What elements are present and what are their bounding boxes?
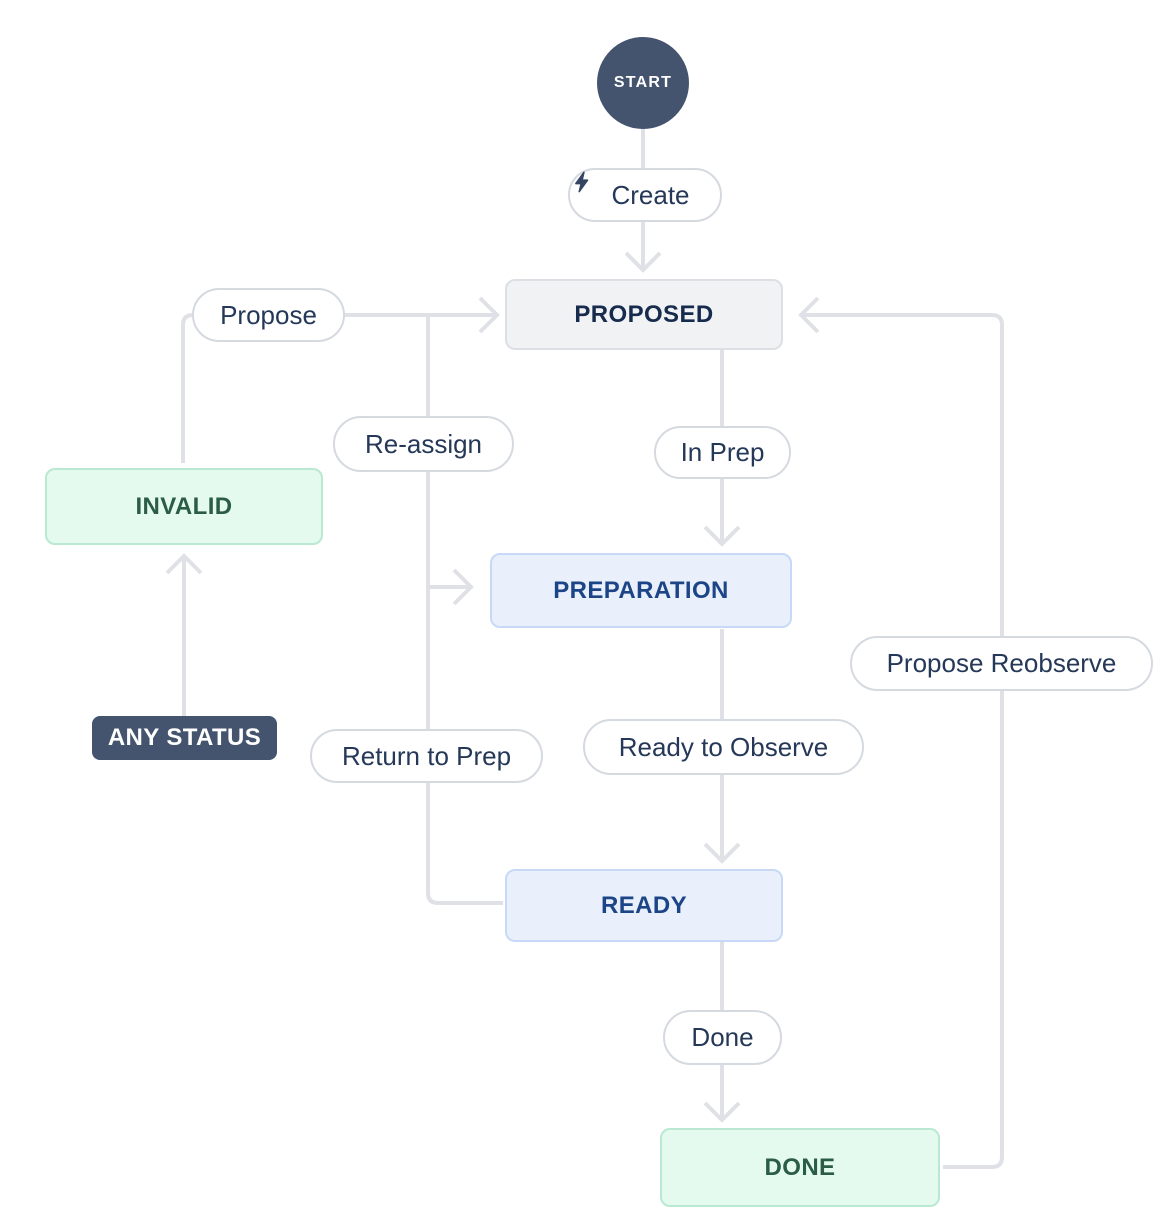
status-preparation[interactable]: PREPARATION	[490, 553, 792, 628]
transition-in-prep-label: In Prep	[680, 437, 765, 467]
connector-anystatus-to-invalid	[165, 553, 203, 716]
status-proposed[interactable]: PROPOSED	[505, 279, 783, 350]
start-node[interactable]: START	[597, 37, 689, 129]
connector-ready-trunk	[426, 315, 503, 905]
status-ready[interactable]: READY	[505, 869, 783, 942]
connector-done-to-proposed	[798, 296, 1004, 1169]
status-invalid[interactable]: INVALID	[45, 468, 323, 545]
status-proposed-label: PROPOSED	[574, 300, 714, 328]
any-status-node[interactable]: ANY STATUS	[92, 716, 277, 760]
start-label: START	[613, 74, 673, 91]
transition-ready-to-observe-label: Ready to Observe	[618, 731, 829, 762]
transition-re-assign[interactable]: Re-assign	[333, 416, 514, 472]
transition-in-prep[interactable]: In Prep	[654, 426, 791, 479]
transition-done-label: Done	[691, 1022, 754, 1052]
transition-re-assign-label: Re-assign	[364, 428, 483, 459]
status-done-label: DONE	[764, 1153, 836, 1181]
status-invalid-label: INVALID	[135, 492, 233, 520]
status-ready-label: READY	[600, 891, 687, 919]
transition-create-label: Create	[611, 179, 690, 210]
transition-return-to-prep-label: Return to Prep	[341, 740, 512, 771]
transition-done[interactable]: Done	[663, 1010, 782, 1065]
transition-propose-reobserve[interactable]: Propose Reobserve	[850, 636, 1153, 691]
transition-propose-reobserve-label: Propose Reobserve	[886, 648, 1117, 678]
transition-ready-to-observe[interactable]: Ready to Observe	[583, 719, 864, 775]
connector-trunk-to-preparation	[428, 568, 474, 606]
status-done[interactable]: DONE	[660, 1128, 940, 1207]
any-status-label: ANY STATUS	[107, 724, 262, 751]
transition-propose[interactable]: Propose	[192, 288, 345, 342]
transition-return-to-prep[interactable]: Return to Prep	[310, 729, 543, 783]
status-preparation-label: PREPARATION	[553, 576, 729, 604]
transition-propose-label: Propose	[220, 299, 317, 330]
transition-create[interactable]: Create	[568, 168, 722, 222]
